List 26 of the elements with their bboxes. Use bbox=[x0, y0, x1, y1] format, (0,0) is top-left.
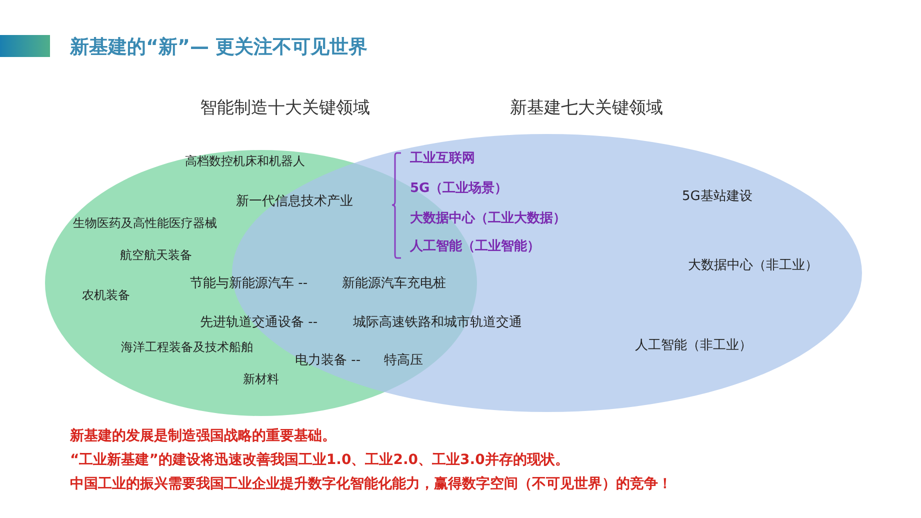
item-label: 农机装备 bbox=[82, 288, 130, 303]
highlight-item: 5G（工业场景） bbox=[410, 181, 508, 198]
note-text: 新基建的发展是制造强国战略的重要基础。 bbox=[70, 428, 336, 446]
item-label: 航空航天装备 bbox=[120, 248, 192, 263]
item-label: 高档数控机床和机器人 bbox=[185, 154, 305, 169]
item-label: 城际高速铁路和城市轨道交通 bbox=[353, 315, 522, 332]
title: 新基建的“新”— 更关注不可见世界 bbox=[70, 35, 368, 60]
note-text: 中国工业的振兴需要我国工业企业提升数字化智能化能力，赢得数字空间（不可见世界）的竞争！ bbox=[70, 476, 672, 494]
item-label: 新能源汽车充电桩 bbox=[342, 276, 446, 292]
highlight-item: 人工智能（工业智能） bbox=[410, 239, 540, 256]
item-label: 5G基站建设 bbox=[682, 189, 752, 206]
highlight-item: 工业互联网 bbox=[410, 151, 475, 168]
item-label: 人工智能（非工业） bbox=[635, 338, 752, 354]
highlight-item: 大数据中心（工业大数据） bbox=[410, 211, 566, 228]
item-label: 生物医药及高性能医疗器械 bbox=[73, 216, 217, 231]
item-label: 电力装备 -- bbox=[295, 353, 361, 370]
set-heading: 新基建七大关键领域 bbox=[510, 97, 663, 120]
item-label: 海洋工程装备及技术船舶 bbox=[121, 340, 253, 355]
set-heading: 智能制造十大关键领域 bbox=[200, 97, 370, 120]
item-label: 先进轨道交通设备 -- bbox=[200, 315, 318, 332]
item-label: 特高压 bbox=[384, 353, 423, 370]
item-label: 大数据中心（非工业） bbox=[688, 258, 818, 274]
item-label: 新材料 bbox=[243, 372, 279, 387]
note-text: “工业新基建”的建设将迅速改善我国工业1.0、工业2.0、工业3.0并存的现状。 bbox=[70, 452, 569, 470]
item-label: 新一代信息技术产业 bbox=[236, 194, 353, 210]
item-label: 节能与新能源汽车 -- bbox=[190, 276, 308, 292]
